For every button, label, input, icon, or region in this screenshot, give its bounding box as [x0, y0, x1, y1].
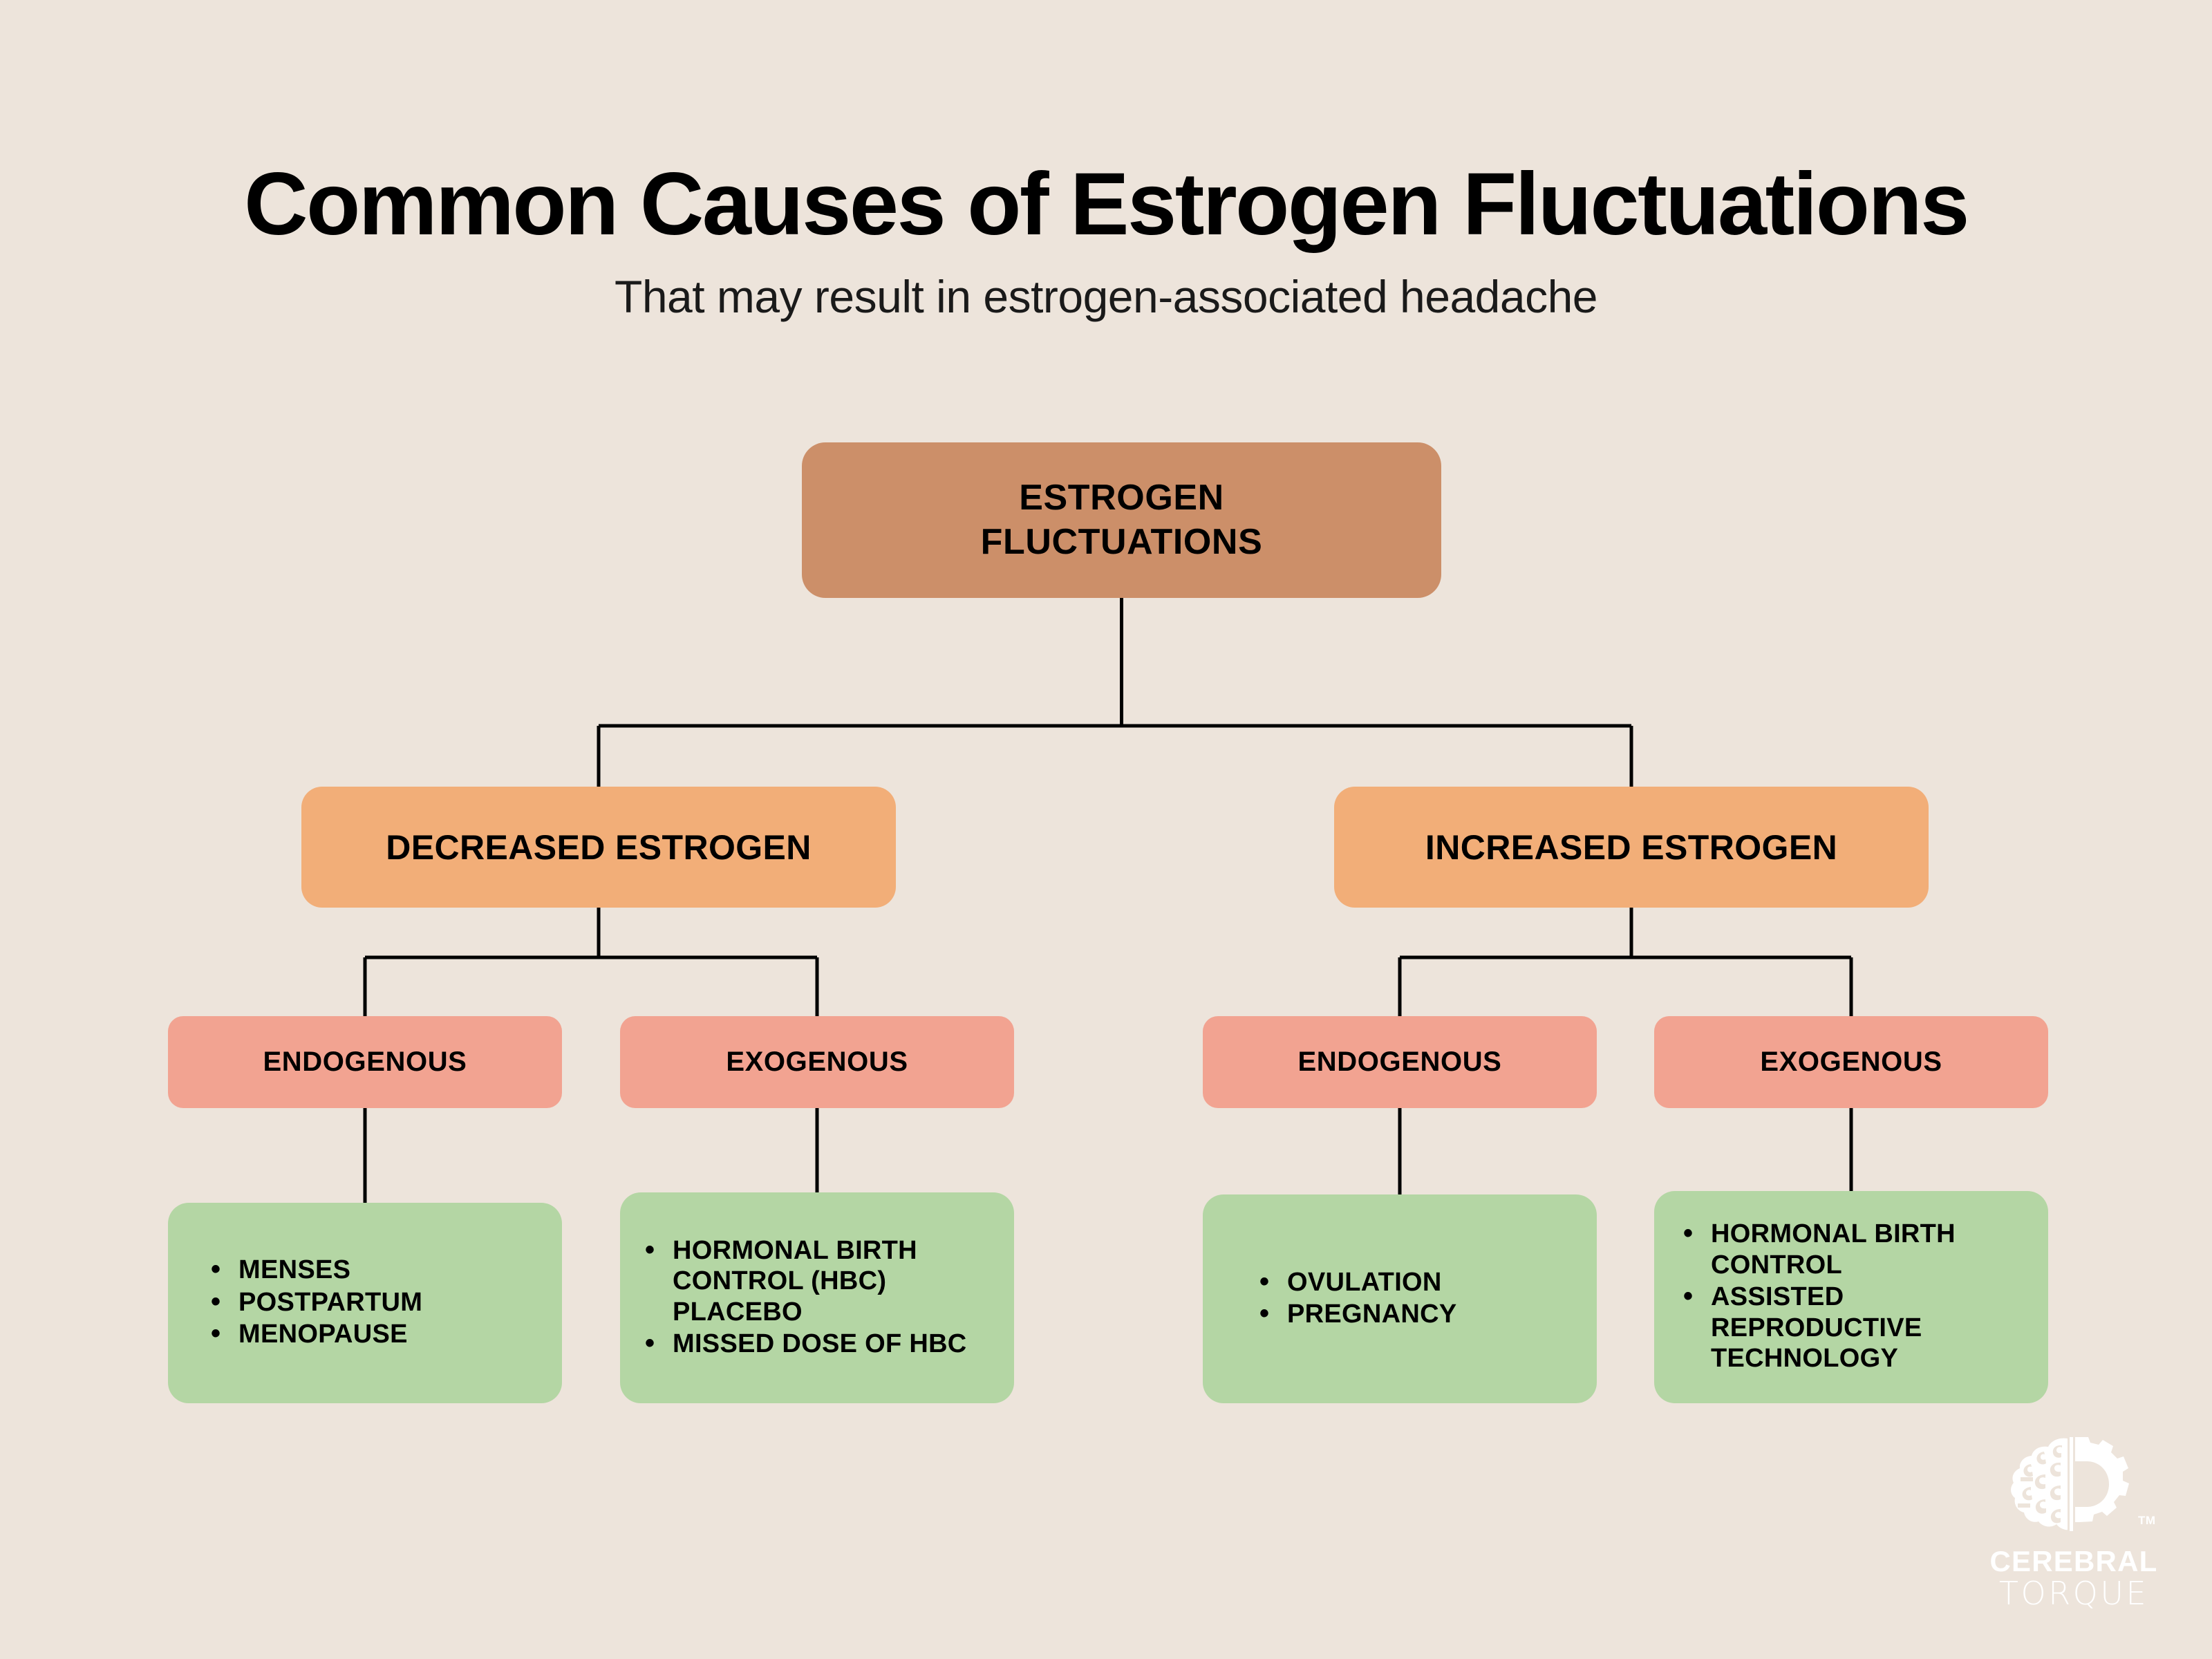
node-increased-endogenous[interactable]: ENDOGENOUS — [1203, 1016, 1597, 1108]
list-item: OVULATION — [1255, 1266, 1597, 1298]
list-increased-endogenous: OVULATIONPREGNANCY — [1255, 1266, 1597, 1331]
list-decreased-exogenous: HORMONAL BIRTH CONTROL (HBC) PLACEBOMISS… — [641, 1234, 1014, 1361]
leaf-decreased-exogenous-list[interactable]: HORMONAL BIRTH CONTROL (HBC) PLACEBOMISS… — [620, 1192, 1014, 1403]
node-root-label-line2: FLUCTUATIONS — [980, 521, 1263, 562]
node-root-label-line1: ESTROGEN — [1019, 478, 1224, 518]
list-item: POSTPARTUM — [207, 1286, 562, 1318]
node-decreased-estrogen[interactable]: DECREASED ESTROGEN — [301, 787, 896, 908]
list-item: MISSED DOSE OF HBC — [641, 1327, 1014, 1360]
page-title: Common Causes of Estrogen Fluctuations — [244, 155, 1969, 254]
brain-gear-icon — [2011, 1437, 2129, 1531]
leaf-increased-exogenous-list[interactable]: HORMONAL BIRTH CONTROLASSISTED REPRODUCT… — [1654, 1191, 2048, 1403]
node-decreased-endogenous[interactable]: ENDOGENOUS — [168, 1016, 562, 1108]
list-item: ASSISTED REPRODUCTIVE TECHNOLOGY — [1679, 1280, 2048, 1374]
list-item: HORMONAL BIRTH CONTROL — [1679, 1217, 2048, 1280]
node-increased-exogenous[interactable]: EXOGENOUS — [1654, 1016, 2048, 1108]
node-root-label: ESTROGEN FLUCTUATIONS — [981, 476, 1263, 564]
trademark-symbol: TM — [2138, 1514, 2156, 1527]
logo-word-cerebral: CEREBRAL — [1989, 1545, 2158, 1577]
list-decreased-endogenous: MENSESPOSTPARTUMMENOPAUSE — [207, 1253, 562, 1351]
page-subtitle: That may result in estrogen-associated h… — [615, 271, 1598, 322]
node-decreased-exogenous[interactable]: EXOGENOUS — [620, 1016, 1014, 1108]
node-increased-estrogen[interactable]: INCREASED ESTROGEN — [1334, 787, 1929, 908]
list-item: HORMONAL BIRTH CONTROL (HBC) PLACEBO — [641, 1234, 1014, 1327]
list-item: PREGNANCY — [1255, 1297, 1597, 1330]
logo-word-torque: TORQUE — [1998, 1575, 2149, 1612]
list-increased-exogenous: HORMONAL BIRTH CONTROLASSISTED REPRODUCT… — [1679, 1217, 2048, 1375]
cerebral-torque-logo: TM CEREBRAL TORQUE — [1967, 1434, 2181, 1621]
list-item: MENOPAUSE — [207, 1318, 562, 1350]
leaf-increased-endogenous-list[interactable]: OVULATIONPREGNANCY — [1203, 1194, 1597, 1403]
header: Common Causes of Estrogen Fluctuations T… — [0, 0, 2212, 322]
list-item: MENSES — [207, 1253, 562, 1286]
node-estrogen-fluctuations[interactable]: ESTROGEN FLUCTUATIONS — [802, 442, 1441, 598]
leaf-decreased-endogenous-list[interactable]: MENSESPOSTPARTUMMENOPAUSE — [168, 1203, 562, 1403]
